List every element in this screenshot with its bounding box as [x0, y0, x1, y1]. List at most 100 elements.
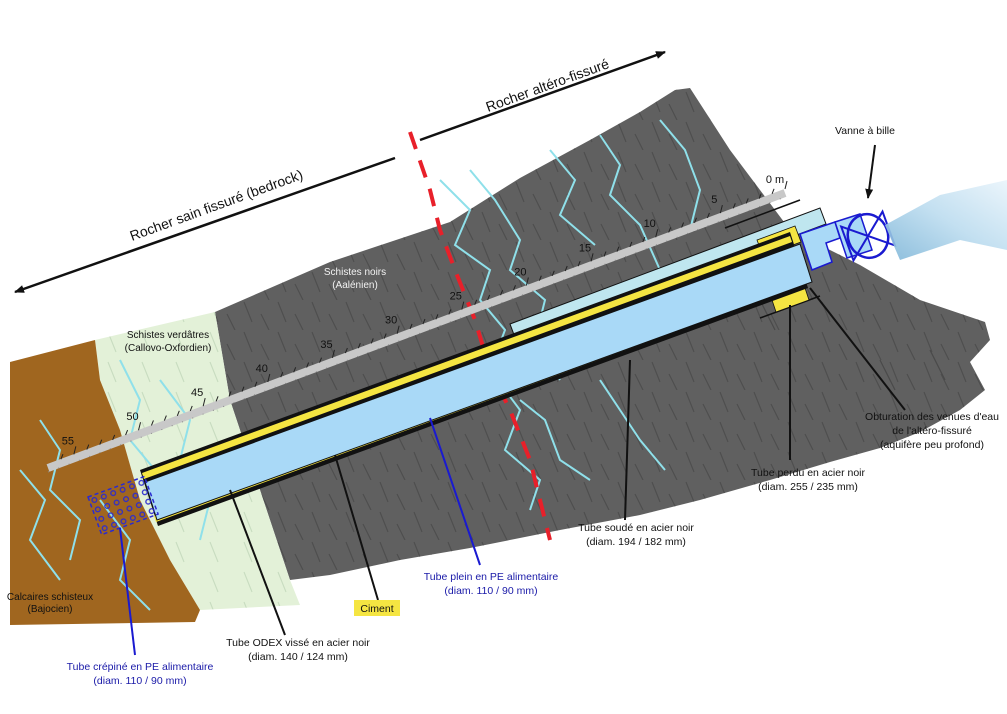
tape-tick [409, 323, 413, 330]
tape-label: 40 [256, 363, 268, 375]
svg-text:(Bajocien): (Bajocien) [27, 604, 72, 615]
svg-text:Obturation des venues d'eau: Obturation des venues d'eau [865, 411, 999, 423]
svg-text:(diam. 194 / 182 mm): (diam. 194 / 182 mm) [586, 536, 686, 548]
svg-text:(Callovo-Oxfordien): (Callovo-Oxfordien) [125, 343, 212, 354]
svg-text:Calcaires schisteux: Calcaires schisteux [7, 592, 93, 603]
tape-tick [422, 318, 426, 325]
callout-tube-plein: Tube plein en PE alimentaire (diam. 110 … [424, 571, 559, 597]
tape-tick [331, 349, 335, 358]
svg-text:Schistes noirs: Schistes noirs [324, 267, 386, 278]
limestone-body [10, 340, 200, 625]
tape-tick [370, 338, 374, 344]
svg-text:(diam. 110 / 90 mm): (diam. 110 / 90 mm) [93, 675, 186, 687]
tape-tick [706, 212, 710, 219]
sound-rock-arrow [14, 156, 396, 294]
layer-label-limestone: Calcaires schisteux (Bajocien) [7, 592, 93, 615]
svg-text:(diam. 140 / 124 mm): (diam. 140 / 124 mm) [248, 651, 348, 663]
layer-label-green-schists: Schistes verdâtres (Callovo-Oxfordien) [125, 330, 212, 354]
tape-tick [590, 253, 594, 262]
fractures [19, 119, 702, 611]
tape-label: 35 [320, 339, 332, 351]
tape-tick [435, 314, 439, 320]
tape-tick [138, 422, 141, 431]
weathering-boundary [408, 131, 552, 541]
tape-label: 30 [385, 315, 397, 327]
tape-tick [655, 229, 659, 238]
svg-text:(diam. 110 / 90 mm): (diam. 110 / 90 mm) [444, 585, 537, 597]
tape-tick [784, 180, 788, 190]
tape-tick [758, 193, 762, 199]
tape-tick [228, 391, 232, 397]
tape-tick [176, 410, 180, 416]
tape-tick [396, 325, 400, 334]
tape-tick [642, 236, 646, 243]
tape-tick [564, 265, 568, 272]
tape-tick [357, 343, 361, 349]
tape-label: 50 [126, 411, 138, 423]
callout-obturation: Obturation des venues d'eau de l'altéro-… [865, 411, 999, 451]
svg-text:Tube plein en PE alimentaire: Tube plein en PE alimentaire [424, 571, 559, 583]
valve-label: Vanne à bille [835, 125, 895, 137]
wellhead [799, 180, 1007, 271]
tape-tick [745, 198, 749, 204]
tape-tick [306, 362, 310, 368]
tape-zero-label: 0 m [766, 174, 784, 186]
svg-text:Tube crépiné en PE alimentaire: Tube crépiné en PE alimentaire [67, 661, 214, 673]
tape-tick [293, 367, 297, 373]
tape-tick [719, 205, 723, 214]
svg-text:Ciment: Ciment [360, 603, 393, 615]
svg-text:Tube perdu en acier noir: Tube perdu en acier noir [751, 467, 866, 479]
tape-tick [538, 275, 542, 281]
tape-tick [215, 396, 219, 402]
valve-arrow [865, 144, 876, 199]
tape-tick [500, 289, 504, 296]
pe-screened-tube [87, 475, 160, 536]
tape-tick [474, 299, 478, 305]
tape-tick [189, 405, 193, 412]
pe-solid-leader [429, 417, 481, 566]
water-jet [885, 180, 1007, 260]
tape-tick [280, 371, 284, 378]
svg-text:Schistes verdâtres: Schistes verdâtres [127, 330, 209, 341]
weathered-zone-arrow [419, 50, 666, 142]
tape-label: 25 [450, 291, 462, 303]
tape-tick [577, 261, 581, 267]
tape-tick [551, 270, 555, 277]
tape-tick [254, 381, 258, 387]
tape-label: 10 [644, 218, 656, 230]
callout-tube-odex: Tube ODEX vissé en acier noir (diam. 140… [226, 637, 370, 663]
svg-text:(Aalénien): (Aalénien) [332, 280, 378, 291]
tape-tick [60, 453, 64, 460]
callout-tube-soude: Tube soudé en acier noir (diam. 194 / 18… [578, 522, 694, 548]
tape-tick [525, 277, 529, 286]
tape-label: 15 [579, 242, 591, 254]
tape-tick [771, 188, 775, 195]
weathered-zone-label: Rocher altéro-fissuré [484, 55, 612, 115]
svg-text:(aquifère peu profond): (aquifère peu profond) [880, 439, 984, 451]
callout-leaders [229, 287, 906, 636]
tape-tick [86, 444, 90, 450]
tape-tick [267, 373, 271, 383]
tape-tick [732, 203, 736, 209]
tape-tick [202, 397, 206, 407]
tape-tick [125, 429, 129, 436]
sound-rock-label: Rocher sain fissuré (bedrock) [128, 166, 305, 244]
pe-screened-leader [119, 527, 136, 656]
svg-text:Tube ODEX vissé en acier noir: Tube ODEX vissé en acier noir [226, 637, 370, 649]
svg-text:Tube soudé en acier noir: Tube soudé en acier noir [578, 522, 694, 534]
callout-ciment: Ciment [354, 600, 400, 616]
tape-tick [383, 333, 387, 339]
tape-tick [603, 251, 607, 257]
tape-tick [319, 357, 322, 363]
tape-tick [241, 386, 245, 392]
tape-tick [163, 415, 167, 421]
callout-tube-crepine: Tube crépiné en PE alimentaire (diam. 11… [67, 661, 214, 687]
tape-tick [150, 420, 154, 426]
svg-text:(diam. 255 / 235 mm): (diam. 255 / 235 mm) [758, 481, 858, 493]
layer-label-black-schists: Schistes noirs (Aalénien) [324, 267, 386, 291]
tape-tick [448, 309, 452, 315]
tape-tick [344, 347, 348, 354]
